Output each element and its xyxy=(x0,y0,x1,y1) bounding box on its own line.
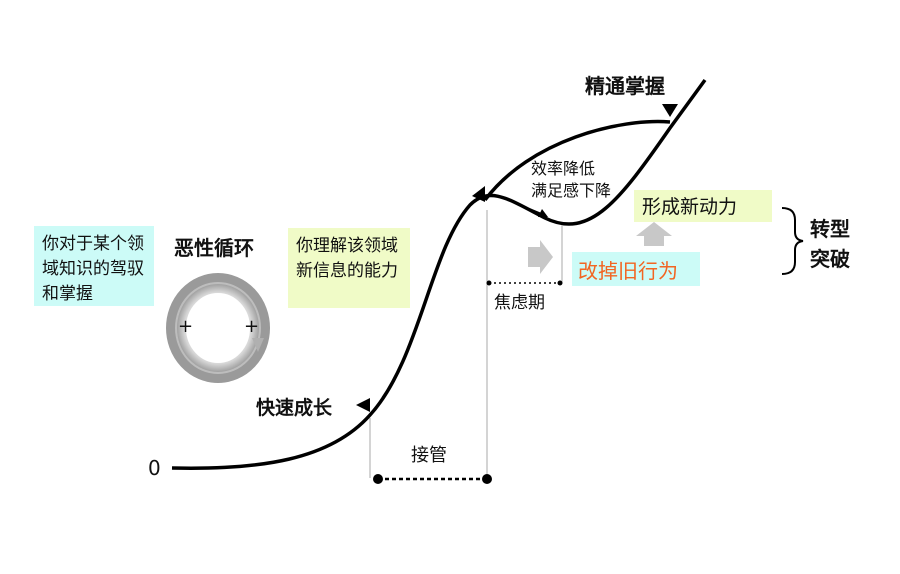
anxiety-period-label: 焦虑期 xyxy=(494,293,545,313)
inflection-marker xyxy=(472,186,485,202)
takeover-start-dot xyxy=(373,474,383,484)
new-motivation-label: 形成新动力 xyxy=(642,196,738,218)
new-info-ability-box: 你理解该领域新信息的能力 xyxy=(288,228,410,308)
cycle-plus-left: + xyxy=(178,316,194,337)
new-info-ability-text: 你理解该领域新信息的能力 xyxy=(296,236,398,281)
efficiency-arrow-head xyxy=(538,209,548,217)
cycle-ring-outline xyxy=(175,282,261,374)
takeover-end-dot xyxy=(482,474,492,484)
mastery-label: 精通掌握 xyxy=(585,74,665,98)
knowledge-mastery-text: 你对于某个领域知识的驾驭和掌握 xyxy=(42,234,144,304)
behavior-arrow-icon xyxy=(528,240,553,274)
transform-line2: 突破 xyxy=(810,247,850,271)
efficiency-drop-line2: 满足感下降 xyxy=(531,181,612,200)
takeover-label: 接管 xyxy=(411,445,447,466)
efficiency-arrow-line xyxy=(507,199,543,215)
rapid-growth-label: 快速成长 xyxy=(256,397,333,419)
change-behavior-box: 改掉旧行为 xyxy=(572,252,700,286)
motivation-up-arrow-icon xyxy=(636,222,672,246)
knowledge-mastery-box: 你对于某个领域知识的驾驭和掌握 xyxy=(34,226,154,306)
efficiency-drop-line1: 效率降低 xyxy=(531,159,596,178)
transform-line1: 转型 xyxy=(810,217,850,241)
rapid-growth-marker xyxy=(356,398,370,412)
cycle-plus-right: + xyxy=(244,316,260,337)
anxiety-start-dot xyxy=(486,280,492,286)
transform-brace xyxy=(781,207,804,275)
cycle-arrow-head xyxy=(252,338,264,352)
origin-label: 0 xyxy=(148,456,161,480)
mastery-arc xyxy=(483,119,671,202)
new-motivation-box: 形成新动力 xyxy=(634,190,772,222)
mastery-marker xyxy=(662,104,678,117)
vicious-cycle-title: 恶性循环 xyxy=(174,236,254,260)
change-behavior-label: 改掉旧行为 xyxy=(578,259,678,283)
anxiety-end-dot xyxy=(557,280,563,286)
growth-curve xyxy=(171,78,707,470)
